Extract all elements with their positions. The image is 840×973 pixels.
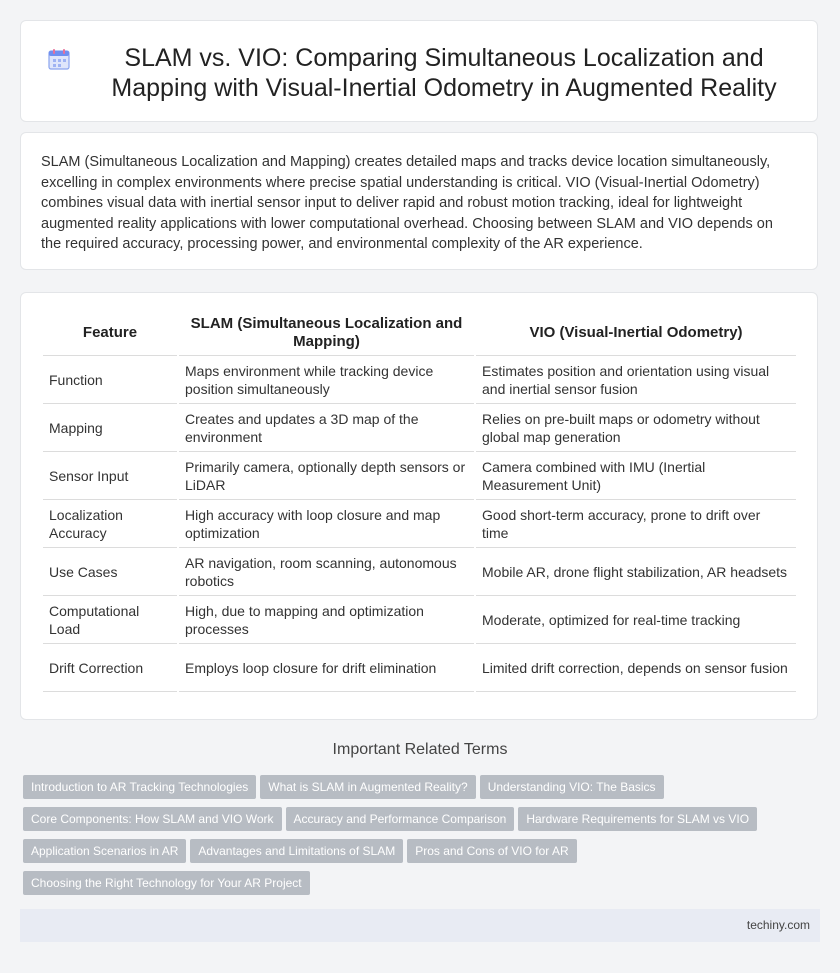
calendar-icon	[48, 49, 70, 70]
feature-cell: Use Cases	[43, 548, 177, 596]
slam-cell: Maps environment while tracking device p…	[179, 356, 474, 404]
vio-cell: Good short-term accuracy, prone to drift…	[476, 500, 796, 548]
table-row: Drift Correction Employs loop closure fo…	[43, 644, 796, 692]
slam-cell: AR navigation, room scanning, autonomous…	[179, 548, 474, 596]
header-vio: VIO (Visual-Inertial Odometry)	[476, 311, 796, 356]
related-term-tag[interactable]: Advantages and Limitations of SLAM	[190, 839, 404, 863]
slam-cell: Employs loop closure for drift eliminati…	[179, 644, 474, 692]
vio-cell: Mobile AR, drone flight stabilization, A…	[476, 548, 796, 596]
table-header-row: Feature SLAM (Simultaneous Localization …	[43, 311, 796, 356]
vio-cell: Limited drift correction, depends on sen…	[476, 644, 796, 692]
feature-cell: Drift Correction	[43, 644, 177, 692]
table-row: Mapping Creates and updates a 3D map of …	[43, 404, 796, 452]
related-term-tag[interactable]: Application Scenarios in AR	[23, 839, 187, 863]
related-term-tag[interactable]: Core Components: How SLAM and VIO Work	[23, 807, 282, 831]
title-card: SLAM vs. VIO: Comparing Simultaneous Loc…	[20, 20, 818, 122]
footer: techiny.com	[20, 909, 820, 942]
vio-cell: Camera combined with IMU (Inertial Measu…	[476, 452, 796, 500]
comparison-table: Feature SLAM (Simultaneous Localization …	[41, 311, 798, 692]
header-slam: SLAM (Simultaneous Localization and Mapp…	[179, 311, 474, 356]
vio-cell: Moderate, optimized for real-time tracki…	[476, 596, 796, 644]
related-term-tag[interactable]: Pros and Cons of VIO for AR	[407, 839, 577, 863]
feature-cell: Mapping	[43, 404, 177, 452]
related-terms-heading: Important Related Terms	[332, 741, 508, 758]
related-terms-list: Introduction to AR Tracking Technologies…	[23, 775, 783, 903]
table-row: Computational Load High, due to mapping …	[43, 596, 796, 644]
vio-cell: Estimates position and orientation using…	[476, 356, 796, 404]
slam-cell: Primarily camera, optionally depth senso…	[179, 452, 474, 500]
slam-cell: High accuracy with loop closure and map …	[179, 500, 474, 548]
site-name[interactable]: techiny.com	[746, 918, 810, 932]
related-term-tag[interactable]: Accuracy and Performance Comparison	[285, 807, 515, 831]
comparison-table-card: Feature SLAM (Simultaneous Localization …	[20, 292, 818, 720]
table-row: Use Cases AR navigation, room scanning, …	[43, 548, 796, 596]
slam-cell: High, due to mapping and optimization pr…	[179, 596, 474, 644]
intro-paragraph: SLAM (Simultaneous Localization and Mapp…	[41, 154, 773, 252]
table-row: Function Maps environment while tracking…	[43, 356, 796, 404]
page-title: SLAM vs. VIO: Comparing Simultaneous Loc…	[111, 44, 777, 102]
vio-cell: Relies on pre-built maps or odometry wit…	[476, 404, 796, 452]
related-term-tag[interactable]: Choosing the Right Technology for Your A…	[23, 871, 310, 895]
related-term-tag[interactable]: Understanding VIO: The Basics	[479, 775, 664, 799]
related-term-tag[interactable]: What is SLAM in Augmented Reality?	[260, 775, 476, 799]
feature-cell: Function	[43, 356, 177, 404]
table-row: Localization Accuracy High accuracy with…	[43, 500, 796, 548]
table-row: Sensor Input Primarily camera, optionall…	[43, 452, 796, 500]
related-term-tag[interactable]: Introduction to AR Tracking Technologies	[23, 775, 257, 799]
feature-cell: Localization Accuracy	[43, 500, 177, 548]
header-feature: Feature	[43, 311, 177, 356]
intro-card: SLAM (Simultaneous Localization and Mapp…	[20, 132, 818, 270]
related-term-tag[interactable]: Hardware Requirements for SLAM vs VIO	[518, 807, 758, 831]
feature-cell: Computational Load	[43, 596, 177, 644]
feature-cell: Sensor Input	[43, 452, 177, 500]
slam-cell: Creates and updates a 3D map of the envi…	[179, 404, 474, 452]
